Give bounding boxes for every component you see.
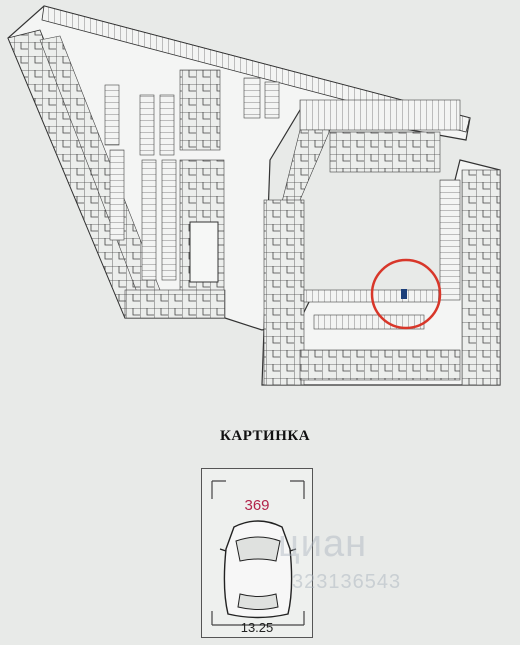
legend-title: КАРТИНКА: [220, 428, 311, 444]
marked-car: [401, 289, 407, 299]
watermark-listing-id: 323136543: [292, 571, 402, 593]
spot-size: 13.25: [240, 620, 274, 635]
west-wing: [7, 5, 501, 386]
parking-floor-plan: [7, 5, 501, 386]
highlight-circle: [370, 258, 442, 330]
parking-spot-card: 369 13.25: [201, 468, 313, 638]
spot-number: 369: [244, 497, 270, 514]
watermark-brand: циан: [278, 523, 368, 565]
east-wing: [263, 99, 501, 386]
car-outline-icon: [211, 480, 305, 626]
